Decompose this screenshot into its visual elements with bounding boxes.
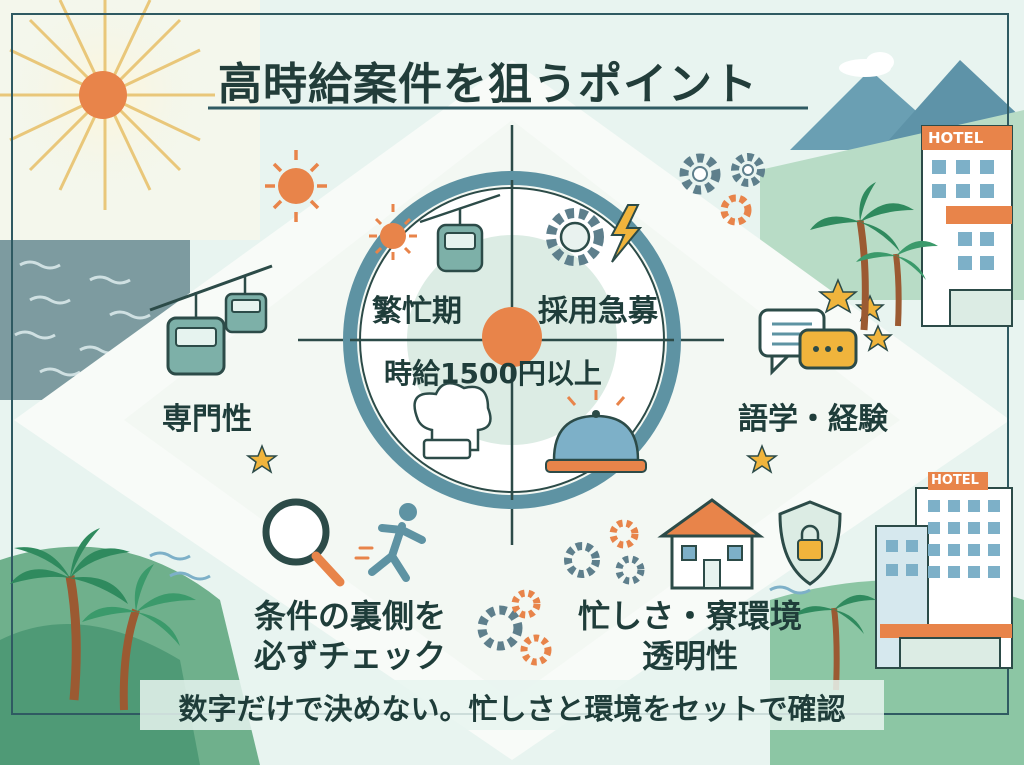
label-check-conditions-line2: 必ずチェック xyxy=(253,637,446,675)
label-urgent-hiring: 採用急募 xyxy=(538,294,658,329)
gears-bottom-icon xyxy=(477,519,645,666)
gears-icon xyxy=(679,153,765,226)
shield-lock-icon xyxy=(778,500,842,586)
house-icon xyxy=(657,498,765,590)
gear-bolt-icon xyxy=(546,204,643,266)
label-busyness-dorm-line1: 忙しさ・寮環境 xyxy=(577,597,802,635)
chef-hat-icon xyxy=(413,381,492,460)
small-sun-icon xyxy=(369,204,417,260)
label-busyness-dorm-line2: 透明性 xyxy=(641,637,738,675)
label-center-wage: 時給1500円以上 xyxy=(384,357,602,390)
gondola-icon xyxy=(419,193,501,273)
label-check-conditions-line1: 条件の裏側を xyxy=(253,597,446,635)
running-person-icon xyxy=(354,503,426,582)
hotel-sign-bottom: HOTEL xyxy=(931,473,979,488)
magnifier-icon xyxy=(262,498,345,587)
footer-band xyxy=(140,680,884,730)
label-expertise: 専門性 xyxy=(162,402,252,437)
hotel-sign-top: HOTEL xyxy=(928,129,984,147)
label-peak-season: 繁忙期 xyxy=(372,294,462,329)
palm-tree-icon xyxy=(10,182,938,711)
page-title: 高時給案件を狙うポイント xyxy=(218,59,758,110)
hotel-tower-icon xyxy=(875,472,1013,669)
big-sun-icon xyxy=(79,71,127,119)
footer-message: 数字だけで決めない。忙しさと環境をセットで確認 xyxy=(178,692,846,726)
sun-icon xyxy=(265,150,327,222)
wave-decor xyxy=(149,551,811,595)
label-check-conditions: 条件の裏側を 必ずチェック xyxy=(240,596,460,676)
service-bell-icon xyxy=(545,390,647,473)
bullseye-icon xyxy=(482,307,542,367)
hotel-building-icon xyxy=(921,125,1013,327)
cable-car-icon xyxy=(149,264,273,376)
label-language-experience: 語学・経験 xyxy=(738,402,888,437)
chat-bubbles-icon xyxy=(758,308,858,376)
label-busyness-dorm: 忙しさ・寮環境 透明性 xyxy=(570,596,810,676)
